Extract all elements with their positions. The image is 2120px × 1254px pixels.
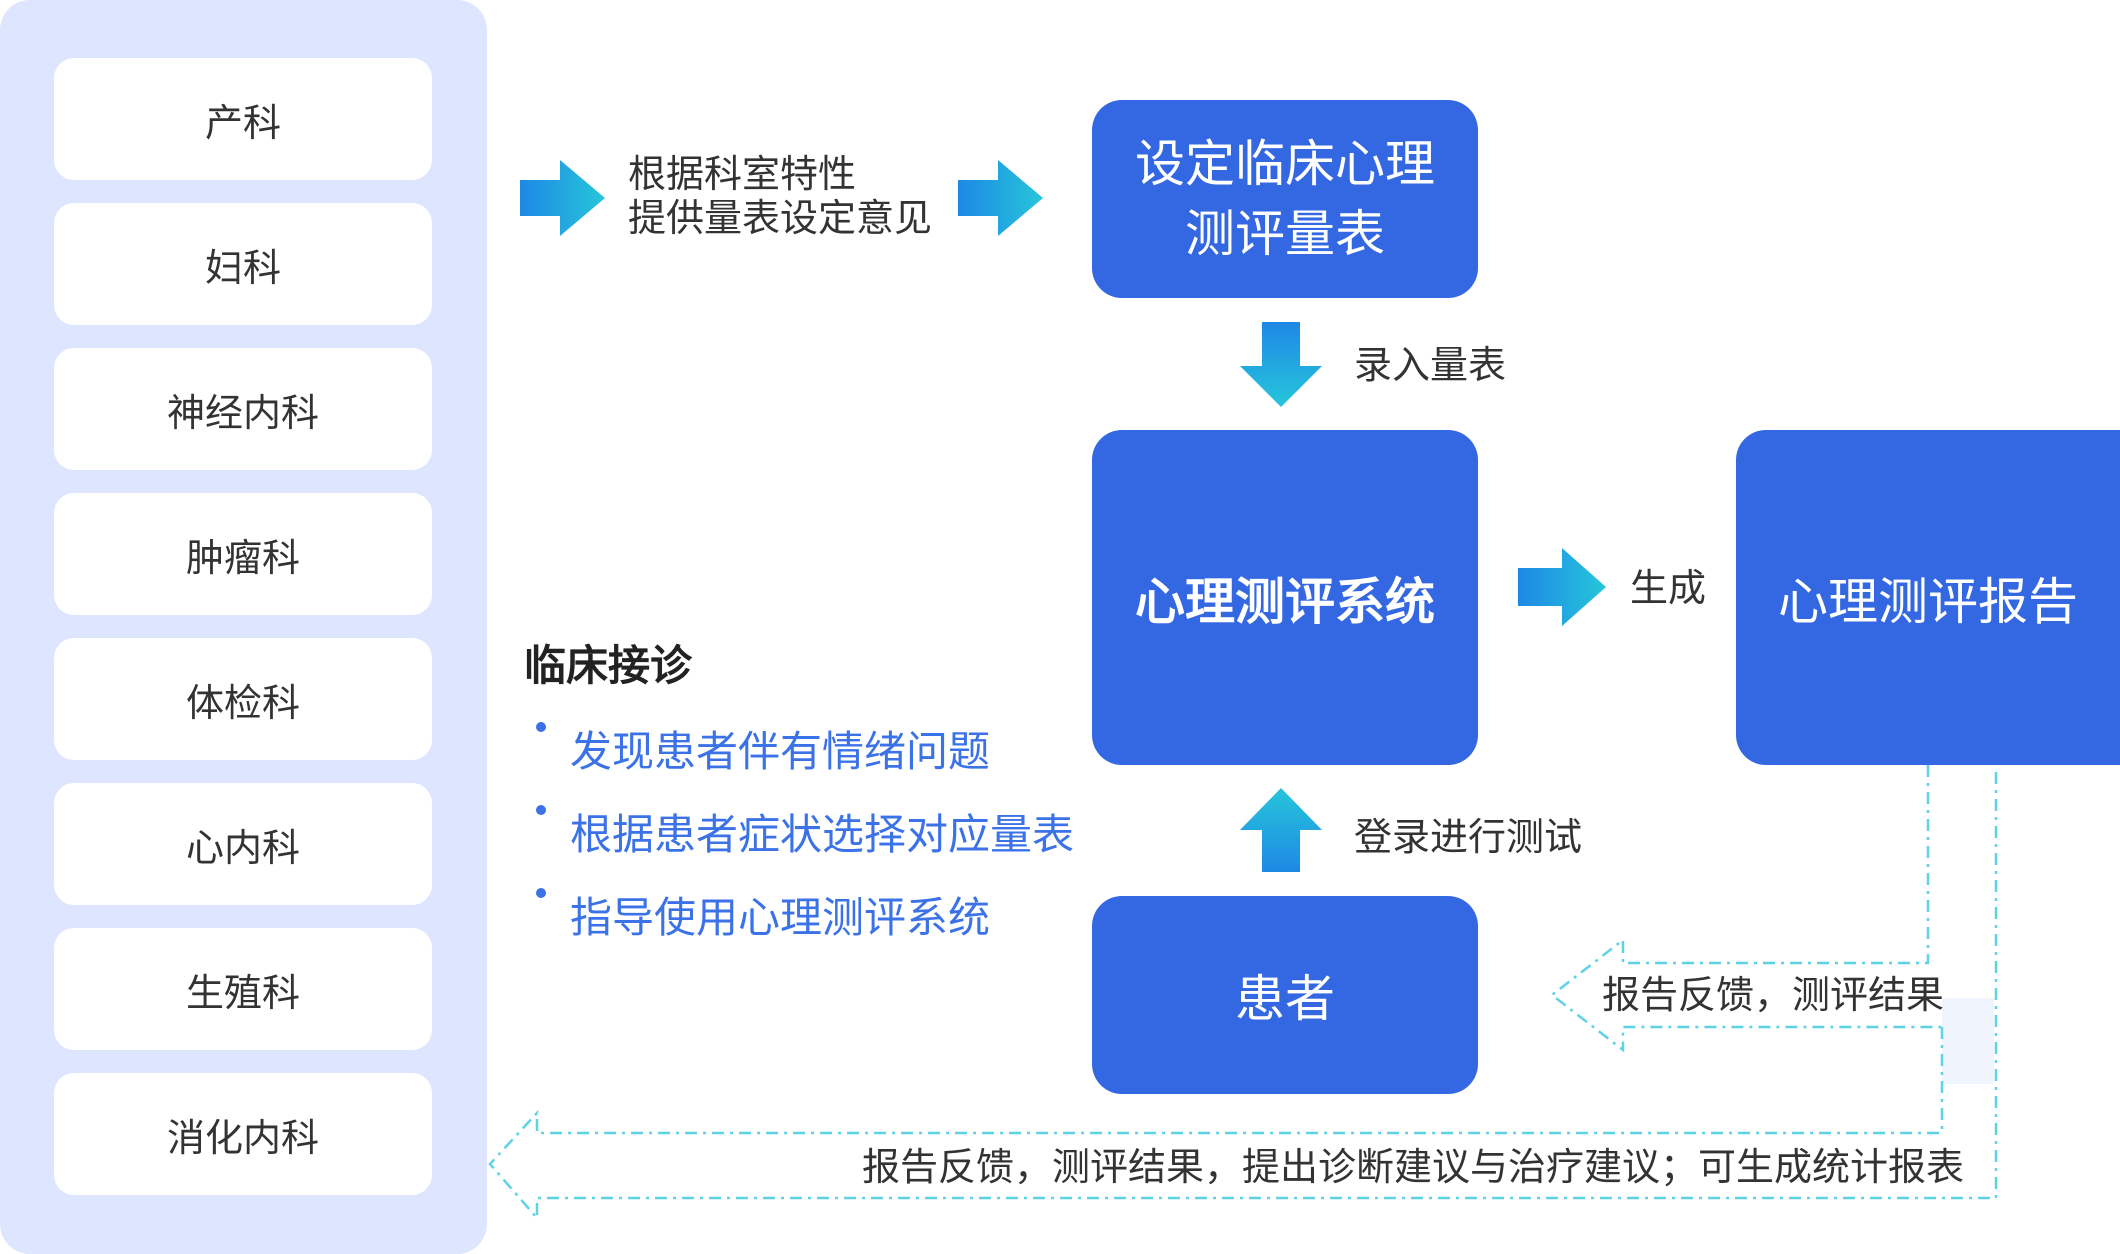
department-item[interactable]: 生殖科: [54, 928, 432, 1050]
feedback-path-departments: [488, 772, 1998, 1222]
clinical-reception-title: 临床接诊: [524, 641, 693, 690]
assessment-system-box[interactable]: 心理测评系统: [1092, 430, 1478, 765]
arrow-down-icon: [1240, 322, 1322, 407]
generate-label: 生成: [1630, 566, 1707, 610]
clinical-item: 根据患者症状选择对应量表: [536, 801, 1074, 862]
arrow-right-icon: [958, 160, 1043, 236]
login-test-label: 登录进行测试: [1354, 815, 1583, 859]
input-scale-label: 录入量表: [1354, 343, 1507, 387]
arrow-up-icon: [1240, 788, 1322, 872]
feedback-path-patient: [1549, 765, 1942, 1053]
bullet-icon: [536, 805, 546, 815]
arrow-right-icon: [520, 160, 605, 236]
arrow-right-icon: [1518, 548, 1606, 626]
set-scale-box[interactable]: 设定临床心理 测评量表: [1092, 100, 1478, 298]
department-item[interactable]: 妇科: [54, 203, 432, 325]
department-item[interactable]: 体检科: [54, 638, 432, 760]
department-item[interactable]: 心内科: [54, 783, 432, 905]
department-panel: 产科 妇科 神经内科 肿瘤科 体检科 心内科 生殖科 消化内科: [0, 0, 487, 1254]
assessment-report-box[interactable]: 心理测评报告: [1736, 430, 2120, 765]
patient-feedback-label: 报告反馈，测评结果: [1602, 973, 1945, 1017]
patient-box[interactable]: 患者: [1092, 896, 1478, 1094]
advice-label: 根据科室特性 提供量表设定意见: [628, 152, 933, 240]
department-item[interactable]: 神经内科: [54, 348, 432, 470]
department-feedback-label: 报告反馈，测评结果，提出诊断建议与治疗建议；可生成统计报表: [862, 1145, 1965, 1189]
department-item[interactable]: 消化内科: [54, 1073, 432, 1195]
department-item[interactable]: 产科: [54, 58, 432, 180]
bullet-icon: [536, 888, 546, 898]
clinical-item: 发现患者伴有情绪问题: [536, 718, 990, 779]
bullet-icon: [536, 722, 546, 732]
clinical-item: 指导使用心理测评系统: [536, 884, 990, 945]
department-item[interactable]: 肿瘤科: [54, 493, 432, 615]
